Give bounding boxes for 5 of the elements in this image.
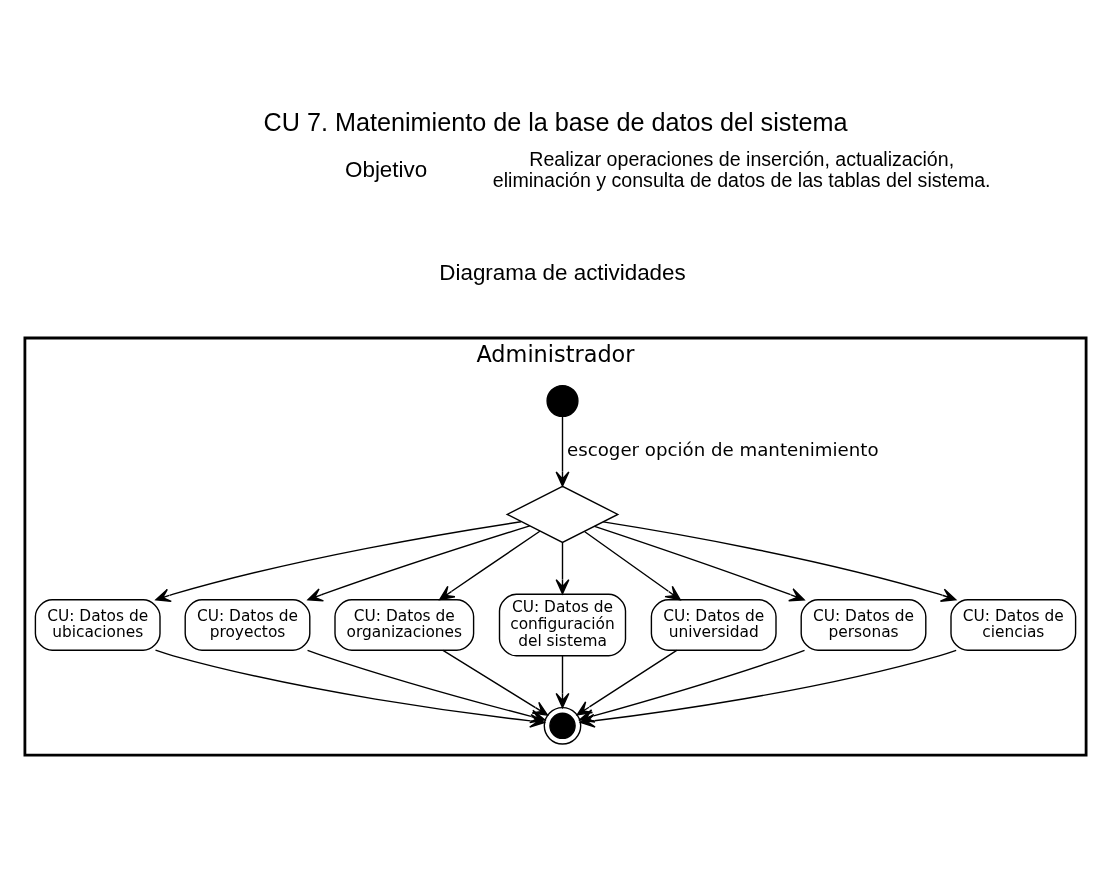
label: Diagrama de actividades <box>439 259 686 285</box>
diagram-title: CU 7. Matenimiento de la base de datos del sistema <box>263 107 848 136</box>
edge-label: escoger opción de mantenimiento <box>567 438 879 460</box>
label: Realizar operaciones de inserción, actualización, eliminación y consulta de datos de las tablas del sistema. <box>492 147 991 191</box>
label: Objetivo <box>345 156 428 182</box>
